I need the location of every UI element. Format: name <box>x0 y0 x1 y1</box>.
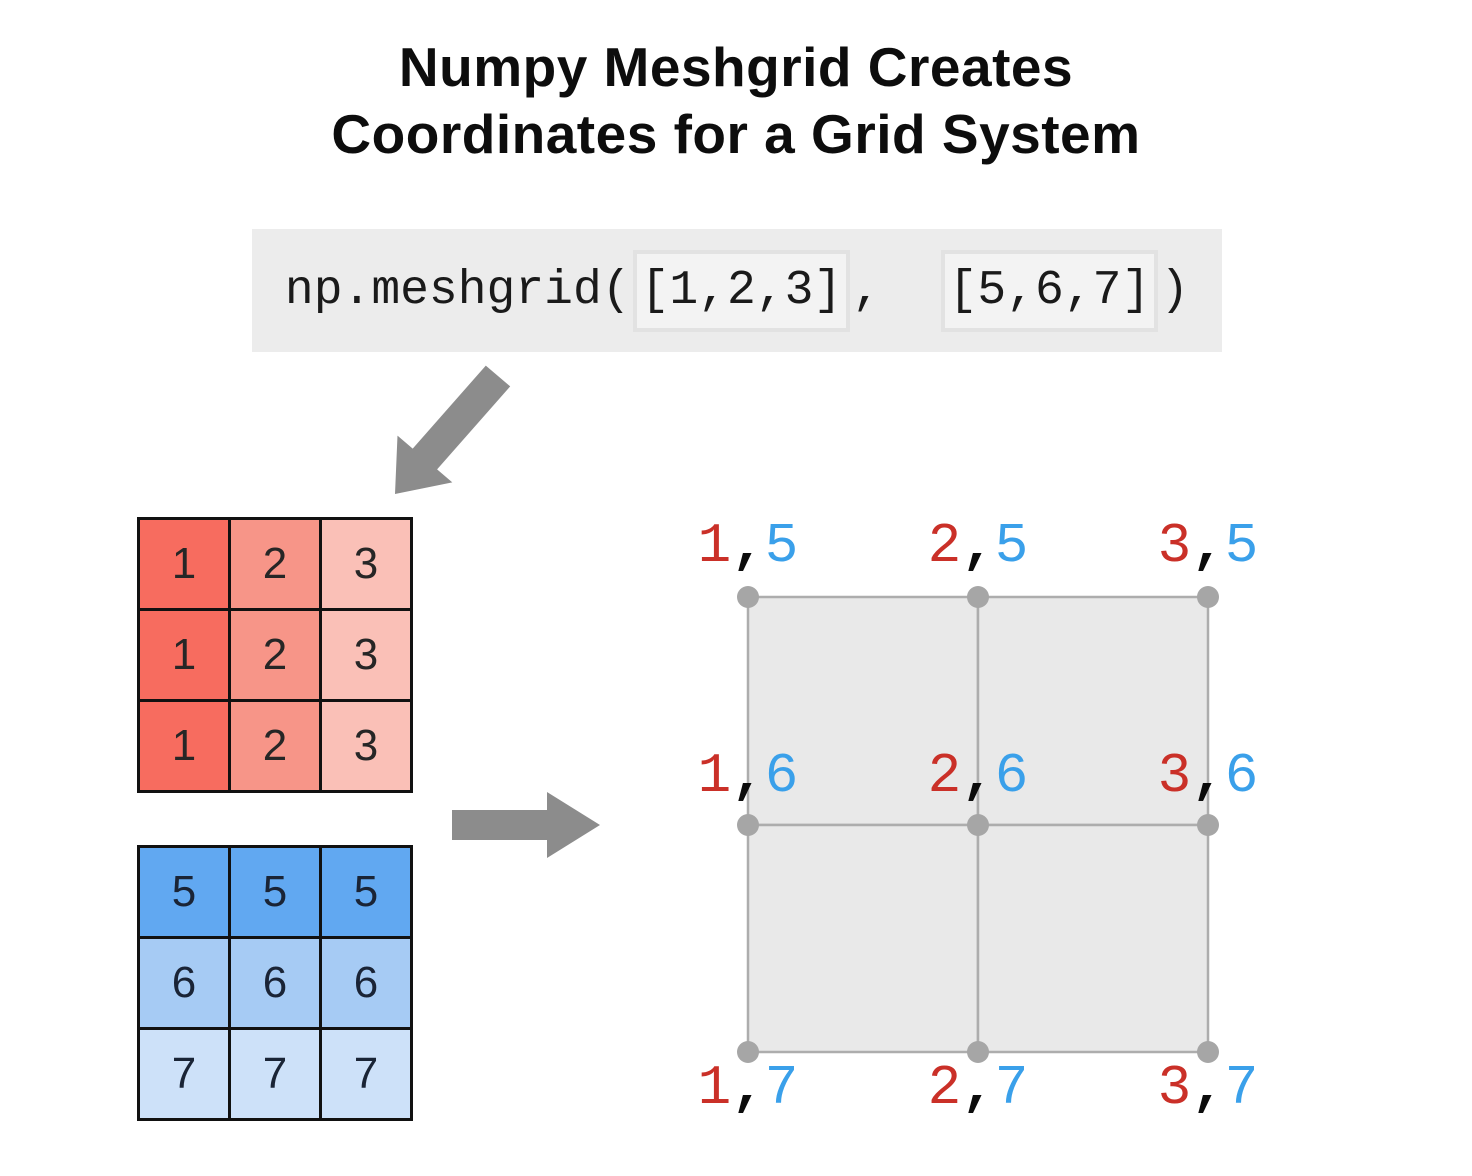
matrix-cell: 5 <box>231 848 319 936</box>
matrix-cell: 7 <box>231 1030 319 1118</box>
x-value: 1 <box>697 1056 732 1120</box>
comma: , <box>961 1056 995 1120</box>
grid-vertex-dot <box>967 1041 989 1063</box>
x-value: 3 <box>1157 514 1192 578</box>
matrix-cell: 3 <box>322 520 410 608</box>
grid-point-label: 2,6 <box>927 744 1029 808</box>
code-arg-x: [1,2,3] <box>632 249 851 332</box>
code-prefix: np.meshgrid( <box>284 263 631 318</box>
y-value: 7 <box>994 1056 1029 1120</box>
matrix-cell: 1 <box>140 611 228 699</box>
y-value: 7 <box>764 1056 799 1120</box>
grid-vertex-dot <box>737 814 759 836</box>
grid-point-label: 3,5 <box>1157 514 1259 578</box>
y-value: 5 <box>764 514 799 578</box>
comma: , <box>961 514 995 578</box>
comma: , <box>731 744 765 808</box>
down-left-arrow-icon <box>395 365 511 494</box>
matrix-cell: 7 <box>140 1030 228 1118</box>
y-value: 6 <box>764 744 799 808</box>
comma: , <box>731 1056 765 1120</box>
code-snippet: np.meshgrid( [1,2,3] , [5,6,7] ) <box>252 229 1222 352</box>
grid-vertex-dot <box>1197 814 1219 836</box>
grid-point-label: 1,6 <box>697 744 799 808</box>
grid-vertex-dot <box>737 1041 759 1063</box>
matrix-cell: 5 <box>322 848 410 936</box>
matrix-cell: 3 <box>322 702 410 790</box>
matrix-cell: 7 <box>322 1030 410 1118</box>
grid-vertex-dot <box>1197 586 1219 608</box>
x-value: 3 <box>1157 744 1192 808</box>
grid-vertex-dot <box>1197 1041 1219 1063</box>
y-value: 6 <box>1224 744 1259 808</box>
grid-vertex-dot <box>737 586 759 608</box>
code-suffix: ) <box>1160 263 1190 318</box>
grid-vertex-dot <box>967 814 989 836</box>
grid-vertex-dot <box>967 586 989 608</box>
grid-cell <box>746 595 980 827</box>
x-value: 1 <box>697 744 732 808</box>
title-line-1: Numpy Meshgrid Creates <box>398 36 1074 98</box>
matrix-cell: 6 <box>140 939 228 1027</box>
x-value: 2 <box>927 1056 962 1120</box>
matrix-cell: 1 <box>140 520 228 608</box>
matrix-cell: 6 <box>231 939 319 1027</box>
comma: , <box>961 744 995 808</box>
grid-point-label: 1,5 <box>697 514 799 578</box>
comma: , <box>731 514 765 578</box>
grid-point-label: 2,5 <box>927 514 1029 578</box>
mesh-grid-figure <box>737 586 1219 1063</box>
grid-cell <box>746 823 980 1054</box>
code-separator: , <box>852 263 939 318</box>
grid-point-label: 3,7 <box>1157 1056 1259 1120</box>
matrix-cell: 2 <box>231 611 319 699</box>
matrix-cell: 6 <box>322 939 410 1027</box>
y-value: 6 <box>994 744 1029 808</box>
x-value: 2 <box>927 514 962 578</box>
x-value: 3 <box>1157 1056 1192 1120</box>
comma: , <box>1191 1056 1225 1120</box>
y-value: 5 <box>994 514 1029 578</box>
matrix-cell: 2 <box>231 520 319 608</box>
x-value: 2 <box>927 744 962 808</box>
x-coordinate-matrix: 1 2 3 1 2 3 1 2 3 <box>137 517 413 793</box>
grid-point-label: 2,7 <box>927 1056 1029 1120</box>
title-line-2: Coordinates for a Grid System <box>331 103 1141 166</box>
page-title: Numpy Meshgrid Creates Coordinates for a… <box>0 34 1472 168</box>
grid-point-label: 3,6 <box>1157 744 1259 808</box>
comma: , <box>1191 744 1225 808</box>
matrix-cell: 3 <box>322 611 410 699</box>
right-arrow-icon <box>452 792 600 858</box>
y-coordinate-matrix: 5 5 5 6 6 6 7 7 7 <box>137 845 413 1121</box>
matrix-cell: 5 <box>140 848 228 936</box>
grid-point-label: 1,7 <box>697 1056 799 1120</box>
matrix-cell: 2 <box>231 702 319 790</box>
comma: , <box>1191 514 1225 578</box>
x-value: 1 <box>697 514 732 578</box>
grid-cell <box>976 823 1210 1054</box>
y-value: 5 <box>1224 514 1259 578</box>
matrix-cell: 1 <box>140 702 228 790</box>
grid-cell <box>976 595 1210 827</box>
y-value: 7 <box>1224 1056 1259 1120</box>
code-arg-y: [5,6,7] <box>940 249 1159 332</box>
